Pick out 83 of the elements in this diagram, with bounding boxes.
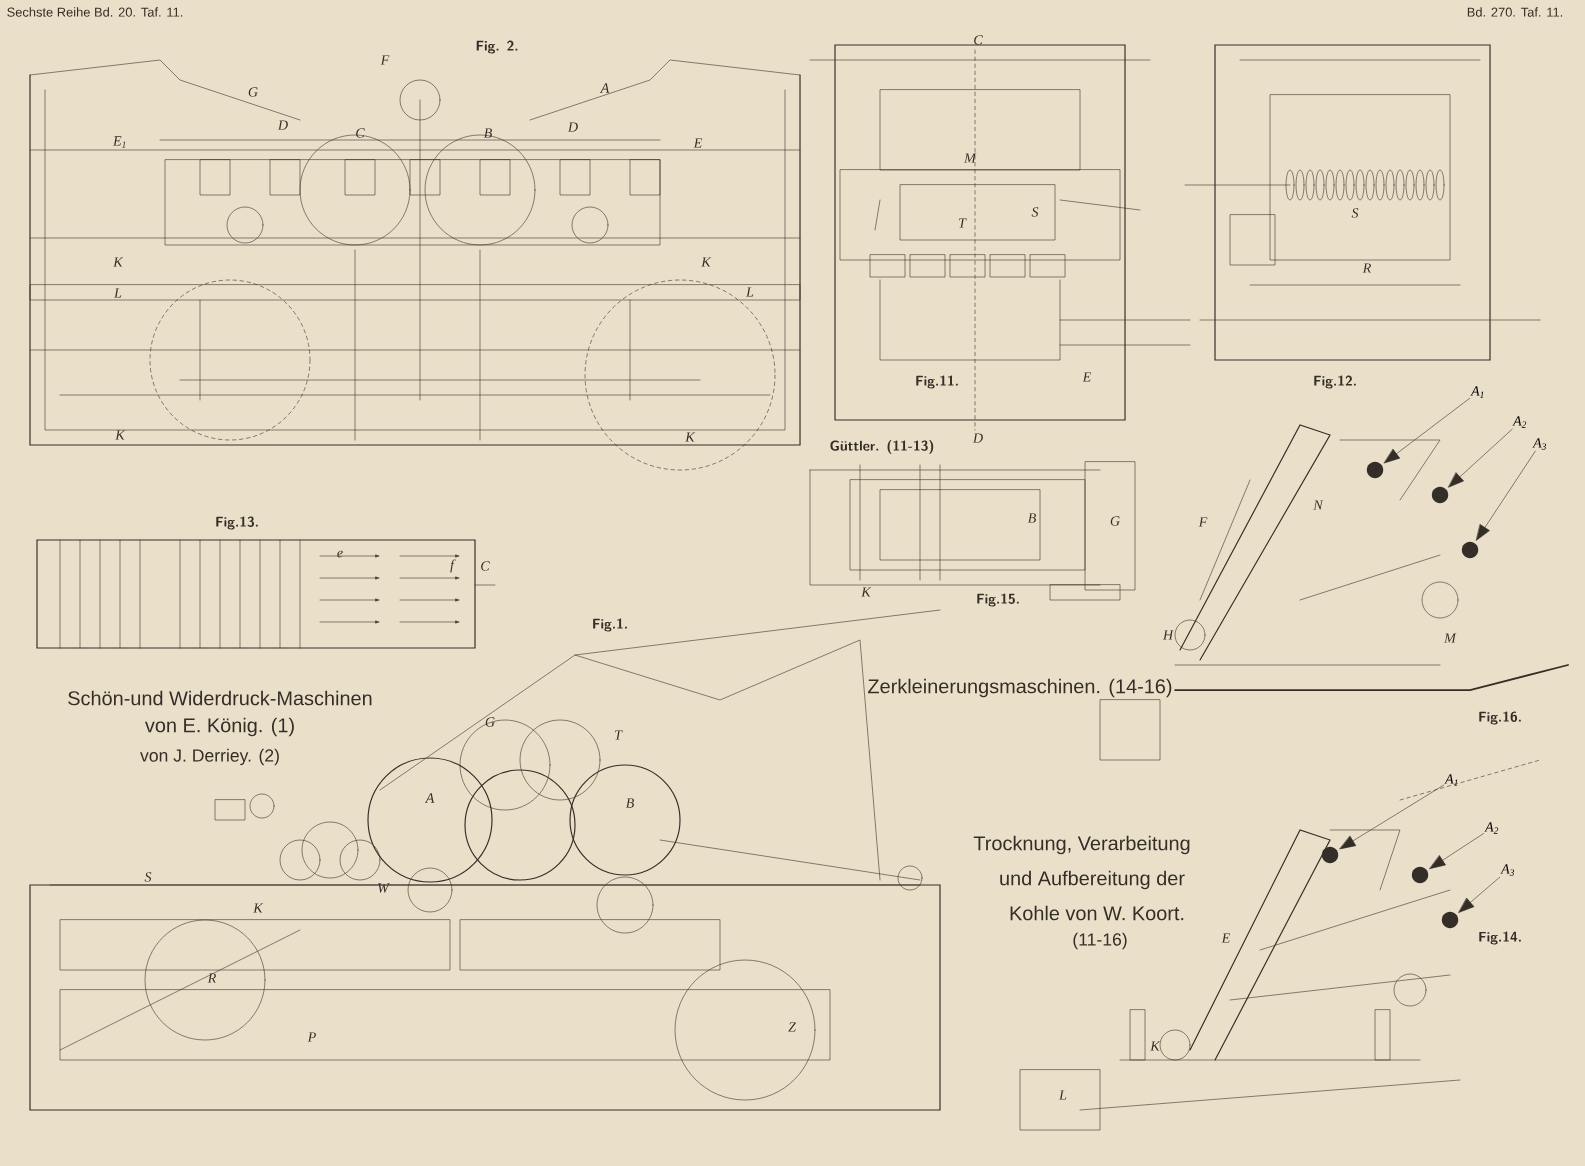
figure-caption: Fig.16. <box>1479 711 1521 725</box>
part-letter: L <box>1058 1090 1067 1100</box>
part-letter: K <box>701 257 712 267</box>
part-letter: F <box>1198 517 1208 527</box>
part-letter: L <box>113 288 122 298</box>
part-letter: F <box>380 55 390 65</box>
part-letter: B <box>625 798 634 808</box>
figure-caption: Güttler. (11-13) <box>830 439 934 455</box>
part-letter: K <box>861 587 872 597</box>
part-letter: S <box>1351 208 1359 218</box>
coal-lump <box>1366 461 1384 479</box>
part-letter: H <box>1162 630 1174 640</box>
figure-caption: Fig.15. <box>977 593 1019 607</box>
part-letter: B <box>1027 513 1036 523</box>
part-letter: C <box>974 35 983 45</box>
part-letter: R <box>207 973 217 983</box>
part-letter: B <box>483 128 492 138</box>
part-letter: A$_{3}$ <box>1500 864 1515 876</box>
part-letter: A <box>424 793 435 803</box>
coal-lump <box>1441 911 1459 929</box>
coal-lump <box>1321 846 1339 864</box>
coal-lump <box>1411 866 1429 884</box>
part-letter: N <box>1313 500 1324 510</box>
part-letter: A$_{2}$ <box>1512 416 1527 428</box>
part-letter: L <box>745 287 754 297</box>
heading-line: Zerkleinerungsmaschinen. (14-16) <box>868 678 1172 698</box>
part-letter: R <box>1362 263 1372 273</box>
part-letter: D <box>972 433 983 443</box>
part-letter: T <box>959 218 967 228</box>
figure-caption: Fig.14. <box>1479 931 1521 945</box>
part-letter: K <box>113 257 124 267</box>
page-header: Sechste Reihe Bd. 20. Taf. 11. <box>7 7 183 17</box>
part-letter: T <box>615 730 623 740</box>
part-letter: Z <box>788 1022 797 1032</box>
page-header: Bd. 270. Taf. 11. <box>1467 7 1563 17</box>
part-letter: E <box>1221 933 1231 943</box>
part-letter: C <box>356 128 365 138</box>
part-letter: G <box>485 717 495 727</box>
heading-line: Trocknung, Verarbeitung <box>973 835 1190 855</box>
part-letter: K <box>115 430 126 440</box>
part-letter: M <box>964 153 977 163</box>
part-letter: A$_{1}$ <box>1470 386 1484 398</box>
part-letter: C <box>481 561 490 571</box>
part-letter: K <box>685 432 696 442</box>
heading-line: von J. Derriey. (2) <box>140 748 279 766</box>
figure-caption: Fig.13. <box>216 516 258 530</box>
part-letter: G <box>1110 516 1120 526</box>
part-letter: A <box>599 83 610 93</box>
heading-line: und Aufbereitung der <box>1000 870 1185 890</box>
figure-caption: Fig. 2. <box>476 40 518 54</box>
leader-line <box>1429 833 1484 869</box>
leader-line <box>1476 450 1536 541</box>
part-letter: W <box>378 883 390 893</box>
coal-lump <box>1431 486 1449 504</box>
heading-line: (11-16) <box>1073 932 1127 950</box>
part-letter: K <box>1150 1041 1161 1051</box>
part-letter: e <box>337 550 343 558</box>
leader-line <box>1458 876 1501 913</box>
heading-line: Kohle von W. Koort. <box>1010 905 1184 921</box>
part-letter: A$_{1}$ <box>1444 774 1458 786</box>
part-letter: D <box>277 120 288 130</box>
leader-line <box>1448 428 1513 488</box>
part-letter: D <box>567 122 578 132</box>
figure-caption: Fig.11. <box>916 375 958 389</box>
leader-line <box>1339 784 1444 850</box>
part-letter: M <box>1444 633 1457 643</box>
part-letter: G <box>248 87 258 97</box>
part-letter: S <box>144 872 152 882</box>
heading-line: Schön-und Widerdruck-Maschinen <box>68 690 372 706</box>
part-letter: E <box>693 138 703 148</box>
leader-line <box>1384 398 1470 464</box>
part-letter: S <box>1031 207 1039 217</box>
part-letter: A$_{2}$ <box>1484 822 1499 834</box>
figure-caption: Fig.1. <box>593 618 627 632</box>
part-letter: E$_{1}$ <box>112 136 126 148</box>
part-letter: A$_{3}$ <box>1532 438 1547 450</box>
coal-lump <box>1461 541 1479 559</box>
part-letter: f <box>450 559 456 573</box>
heading-line: von E. König. (1) <box>145 717 294 737</box>
part-letter: P <box>307 1032 316 1042</box>
figure-caption: Fig.12. <box>1314 375 1356 389</box>
part-letter: K <box>253 903 264 913</box>
part-letter: E <box>1082 372 1092 382</box>
